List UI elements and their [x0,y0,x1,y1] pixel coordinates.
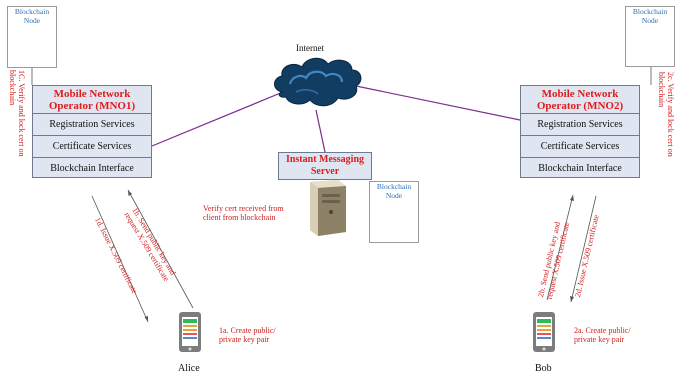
mno2-registration-services: Registration Services [521,113,639,135]
step-2c-label: 2c. Verify and lock cert on blockchain [657,72,675,157]
mno1-title: Mobile Network Operator (MNO1) [48,88,136,112]
step-1a-label: 1a. Create public/ private key pair [219,326,276,344]
mno1-registration-services: Registration Services [33,113,151,135]
server-icon [310,180,346,236]
blockchain-node-title: Blockchain Node [14,7,50,25]
internet-label: Internet [296,43,324,53]
link-cloud-server [315,109,326,153]
mno1-box: Mobile Network Operator (MNO1) Registrat… [32,85,152,178]
bob-phone-icon [533,312,555,352]
arrow-2d-mno2-to-bob [570,195,597,303]
alice-phone-icon [179,312,201,352]
link-mno1-cloud [151,91,284,147]
verify-cert-note: Verify cert received from client from bl… [203,204,284,222]
alice-label: Alice [178,363,200,374]
arrow-1b-alice-to-mno1 [127,189,194,309]
blockchain-node-title: Blockchain Node [632,7,668,25]
bob-label: Bob [535,363,552,374]
mno1-blockchain-interface: Blockchain Interface [33,157,151,179]
arrow-1d-mno1-to-alice [91,195,149,323]
link-cloud-mno2 [355,85,521,121]
mno1-certificate-services: Certificate Services [33,135,151,157]
arrow-2b-bob-to-mno2 [546,194,574,301]
blockchain-node-2: Blockchain Node [625,6,675,67]
internet-cloud-icon [274,57,362,107]
im-server-box: Instant Messaging Server [278,152,372,180]
step-1c-label: 1C. Verify and lock cert on blockchain [8,70,26,157]
step-2a-label: 2a. Create public/ private key pair [574,326,631,344]
blockchain-node-title: Blockchain Node [376,182,412,200]
blockchain-node-1: Blockchain Node [7,6,57,68]
mno2-box: Mobile Network Operator (MNO2) Registrat… [520,85,640,178]
mno2-certificate-services: Certificate Services [521,135,639,157]
mno2-title: Mobile Network Operator (MNO2) [536,88,624,112]
blockchain-node-3: Blockchain Node [369,181,419,243]
mno2-blockchain-interface: Blockchain Interface [521,157,639,179]
